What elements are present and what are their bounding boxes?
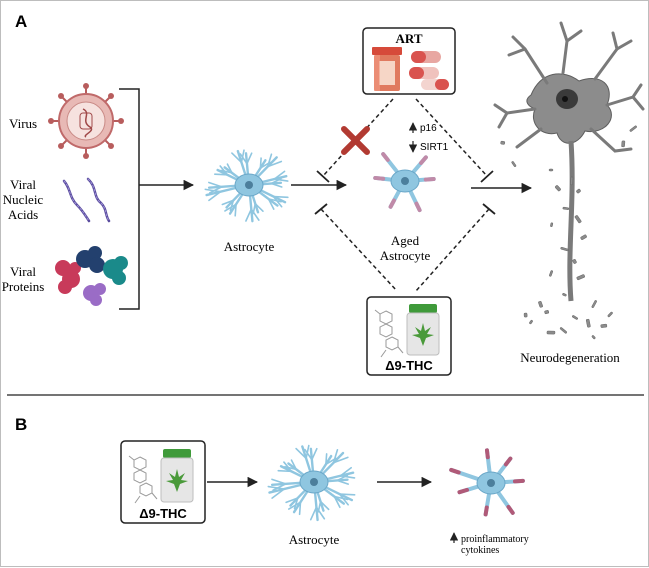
capsule-icon bbox=[409, 51, 449, 90]
p16-label: p16 bbox=[420, 123, 437, 134]
thc-label-b: Δ9-THC bbox=[139, 506, 187, 521]
nucleic-acid-icon bbox=[62, 177, 111, 223]
panel-a-label: A bbox=[15, 12, 27, 31]
panel-b-label: B bbox=[15, 415, 27, 434]
input-bracket bbox=[119, 88, 140, 310]
cytokines-label-1: proinflammatory bbox=[461, 534, 529, 545]
viral-nucleic-acids-label-3: Acids bbox=[8, 207, 38, 222]
cytokines-label-2: cytokines bbox=[461, 545, 499, 556]
astrocyte-icon-b bbox=[267, 444, 356, 522]
viral-proteins-label-1: Viral bbox=[10, 264, 36, 279]
thc-label: Δ9-THC bbox=[385, 358, 433, 373]
inhibition-caps bbox=[314, 170, 496, 215]
virus-icon bbox=[48, 83, 124, 159]
neurodegeneration-label: Neurodegeneration bbox=[520, 350, 620, 365]
thc-box: Δ9-THC bbox=[366, 296, 452, 376]
thc-molecule-icon bbox=[374, 309, 404, 358]
viral-proteins-label-2: Proteins bbox=[2, 279, 45, 294]
aged-astrocyte-label-2: Astrocyte bbox=[380, 248, 431, 263]
inflamed-astrocyte-icon bbox=[449, 448, 525, 517]
thc-bottle-icon-b bbox=[160, 449, 194, 503]
neuron-fragments bbox=[500, 125, 637, 340]
blocked-x-icon bbox=[341, 126, 370, 155]
aged-astrocyte-icon bbox=[373, 152, 436, 213]
astrocyte-label-b: Astrocyte bbox=[289, 532, 340, 547]
pill-bottle-icon bbox=[372, 47, 402, 91]
art-box: ART bbox=[362, 27, 456, 95]
sirt1-label: SIRT1 bbox=[420, 142, 449, 153]
astrocyte-icon bbox=[204, 149, 289, 223]
viral-nucleic-acids-label-1: Viral bbox=[10, 177, 36, 192]
virus-label: Virus bbox=[9, 116, 37, 131]
neuron-icon bbox=[493, 21, 645, 302]
thc-bottle-icon bbox=[406, 304, 440, 356]
viral-nucleic-acids-label-2: Nucleic bbox=[3, 192, 44, 207]
viral-proteins-icon bbox=[55, 246, 128, 306]
thc-box-b: Δ9-THC bbox=[120, 440, 206, 524]
thc-molecule-icon-b bbox=[128, 455, 158, 504]
art-label: ART bbox=[396, 31, 423, 46]
aged-astrocyte-label-1: Aged bbox=[391, 233, 420, 248]
astrocyte-label: Astrocyte bbox=[224, 239, 275, 254]
